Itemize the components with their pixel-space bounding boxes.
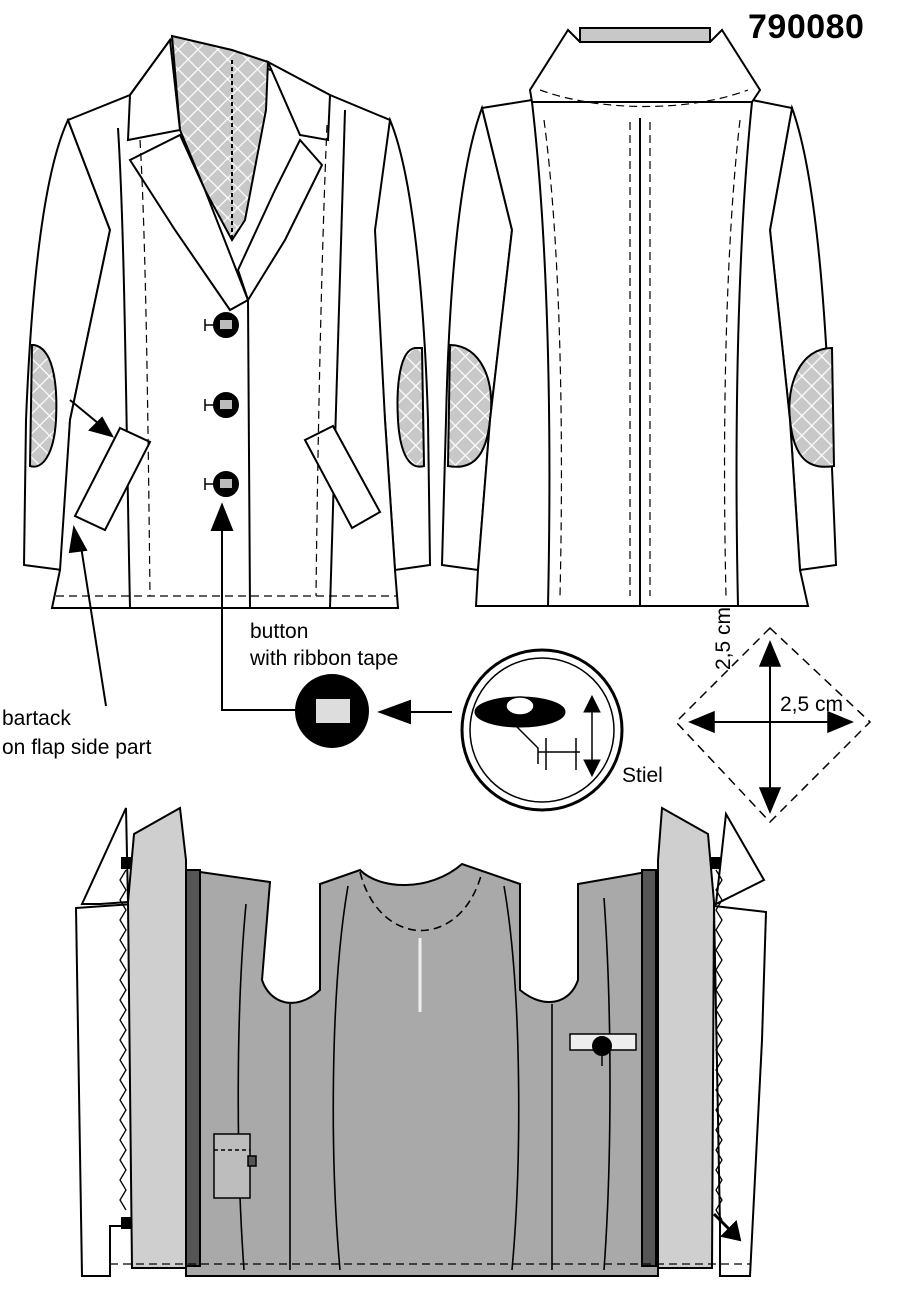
back-seam-left xyxy=(531,101,551,607)
lining-inner-button-tab xyxy=(569,1033,637,1066)
lining-left-zigzag xyxy=(119,869,127,1211)
back-body xyxy=(474,99,810,607)
lining-view xyxy=(74,806,768,1277)
front-pocket-flap-left xyxy=(73,426,152,532)
lining-right-tape xyxy=(641,869,657,1267)
button-callout-line1: button xyxy=(250,620,309,643)
front-left-elbow-patch xyxy=(28,344,58,468)
lining-right-front-lapel xyxy=(712,904,768,1277)
patch-measurement-diagram xyxy=(674,626,872,824)
back-view xyxy=(440,27,838,607)
lining-right-zigzag xyxy=(715,869,723,1221)
front-button-2 xyxy=(204,392,239,418)
lining-left-tape xyxy=(185,869,201,1267)
front-button-3 xyxy=(204,471,239,497)
front-right-elbow-patch xyxy=(396,347,426,468)
lining-body xyxy=(185,862,659,1277)
front-view xyxy=(22,34,432,609)
front-collar-right xyxy=(265,59,332,142)
front-collar-left xyxy=(126,37,182,142)
front-pocket-flap-right xyxy=(303,424,382,530)
bartack-callout-line2: on flap side part xyxy=(2,736,152,759)
button-stem-detail xyxy=(460,648,624,812)
model-number: 790080 xyxy=(748,8,865,46)
front-seam-left xyxy=(117,127,131,609)
button-callout-line2: with ribbon tape xyxy=(250,647,399,670)
front-center-edge xyxy=(247,299,251,609)
lining-left-front-outer xyxy=(80,807,130,905)
button-symbol xyxy=(295,674,369,748)
lining-right-facing xyxy=(657,806,716,1269)
front-seam-right xyxy=(329,109,346,609)
back-collar-lining xyxy=(579,27,711,43)
back-seam-right xyxy=(735,101,753,607)
front-button-1 xyxy=(204,312,239,338)
callout-arrows xyxy=(68,399,452,725)
front-inner-quilted-collar xyxy=(170,34,270,242)
lining-inner-pocket xyxy=(213,1133,257,1199)
lining-left-facing xyxy=(126,806,187,1269)
stem-label: Stiel xyxy=(622,764,663,787)
patch-height-label: 2,5 cm xyxy=(712,606,735,670)
lining-right-front-outer xyxy=(714,810,766,906)
patch-width-label: 2,5 cm xyxy=(780,693,844,716)
bartack-callout-line1: bartack xyxy=(2,707,71,730)
